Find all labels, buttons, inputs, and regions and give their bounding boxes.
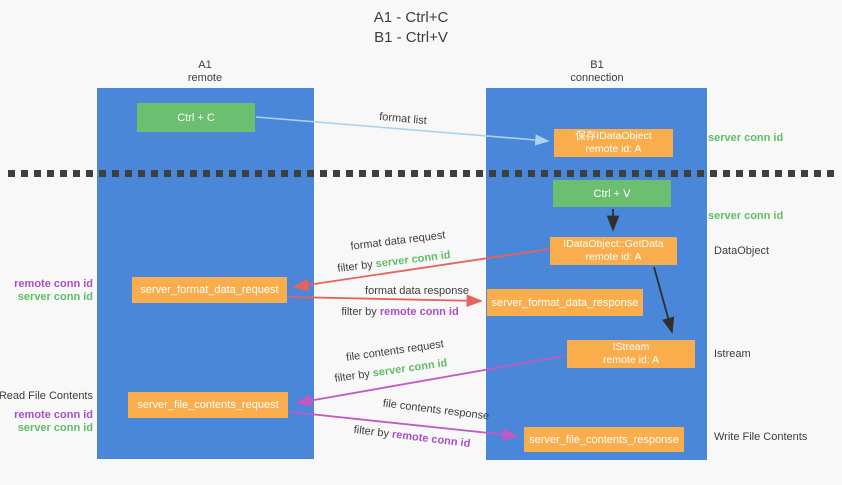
- server-conn-id-text: server conn id: [371, 357, 449, 380]
- filter-by-text: filter by: [333, 367, 374, 385]
- format-data-request-label: format data request: [349, 229, 447, 253]
- server-conn-id-label-mid: server conn id: [708, 210, 784, 222]
- filter-by-remote-conn-id-label-file: filter by remote conn id: [353, 424, 471, 450]
- server-file-contents-request-node: server_file_contents_request: [128, 392, 288, 418]
- idataobject-getdata-node: IDataObject::GetData remote id: A: [550, 237, 677, 265]
- server-conn-id-label-file: server conn id: [17, 422, 93, 434]
- remote-conn-id-label-file: remote conn id: [14, 409, 93, 421]
- istream-title: IStream: [612, 341, 650, 353]
- format-data-response-arrow: [288, 294, 483, 307]
- remote-conn-id-text: remote conn id: [391, 428, 471, 451]
- filter-by-server-conn-id-label-format: filter by server conn id: [337, 249, 451, 275]
- filter-by-remote-conn-id-label-format: filter by remote conn id: [341, 306, 458, 318]
- file-contents-response-label: file contents response: [382, 397, 490, 423]
- read-file-contents-label: Read File Contents: [0, 390, 93, 402]
- save-idataobject-title: 保存IDataObject: [575, 130, 652, 142]
- title-line-1: A1 - Ctrl+C: [373, 9, 449, 26]
- lane-header-a1: A1 remote: [188, 59, 222, 85]
- dataobject-label: DataObject: [714, 245, 770, 257]
- format-data-response-label: format data response: [365, 285, 469, 297]
- istream-remote-id: remote id: A: [602, 354, 660, 366]
- save-idataobject-node: 保存IDataObject remote id: A: [554, 129, 673, 157]
- server-file-contents-response-node: server_file_contents_response: [524, 427, 684, 452]
- save-idataobject-remote-id: remote id: A: [585, 143, 642, 155]
- lane-a1-subtitle: remote: [187, 72, 223, 84]
- server-format-data-response-node: server_format_data_response: [487, 289, 643, 316]
- server-conn-id-text: server conn id: [375, 249, 452, 271]
- filter-by-text: filter by: [353, 423, 393, 441]
- remote-conn-id-label-format: remote conn id: [14, 278, 93, 290]
- server-conn-id-label-format: server conn id: [17, 291, 93, 303]
- server-format-data-request-node: server_format_data_request: [132, 277, 287, 303]
- format-list-label: format list: [378, 110, 428, 128]
- session-divider-dotted-line: [8, 170, 836, 177]
- filter-by-text: filter by: [341, 306, 380, 318]
- istream-label: Istream: [714, 348, 751, 360]
- filter-by-text: filter by: [336, 258, 377, 275]
- lane-b1-id: B1: [590, 59, 604, 71]
- ctrl-v-node: Ctrl + V: [553, 180, 671, 207]
- diagram-title: A1 - Ctrl+C B1 - Ctrl+V: [374, 8, 449, 48]
- remote-conn-id-text: remote conn id: [379, 306, 459, 318]
- getdata-title: IDataObject::GetData: [563, 238, 664, 250]
- title-line-2: B1 - Ctrl+V: [374, 29, 448, 46]
- write-file-contents-label: Write File Contents: [714, 431, 808, 443]
- ctrl-c-node: Ctrl + C: [137, 103, 255, 132]
- getdata-remote-id: remote id: A: [585, 251, 642, 263]
- istream-node: IStream remote id: A: [567, 340, 695, 368]
- server-conn-id-label-top: server conn id: [708, 132, 784, 144]
- lane-a1-id: A1: [198, 59, 212, 71]
- lane-header-b1: B1 connection: [570, 59, 623, 85]
- lane-b1-subtitle: connection: [570, 72, 624, 84]
